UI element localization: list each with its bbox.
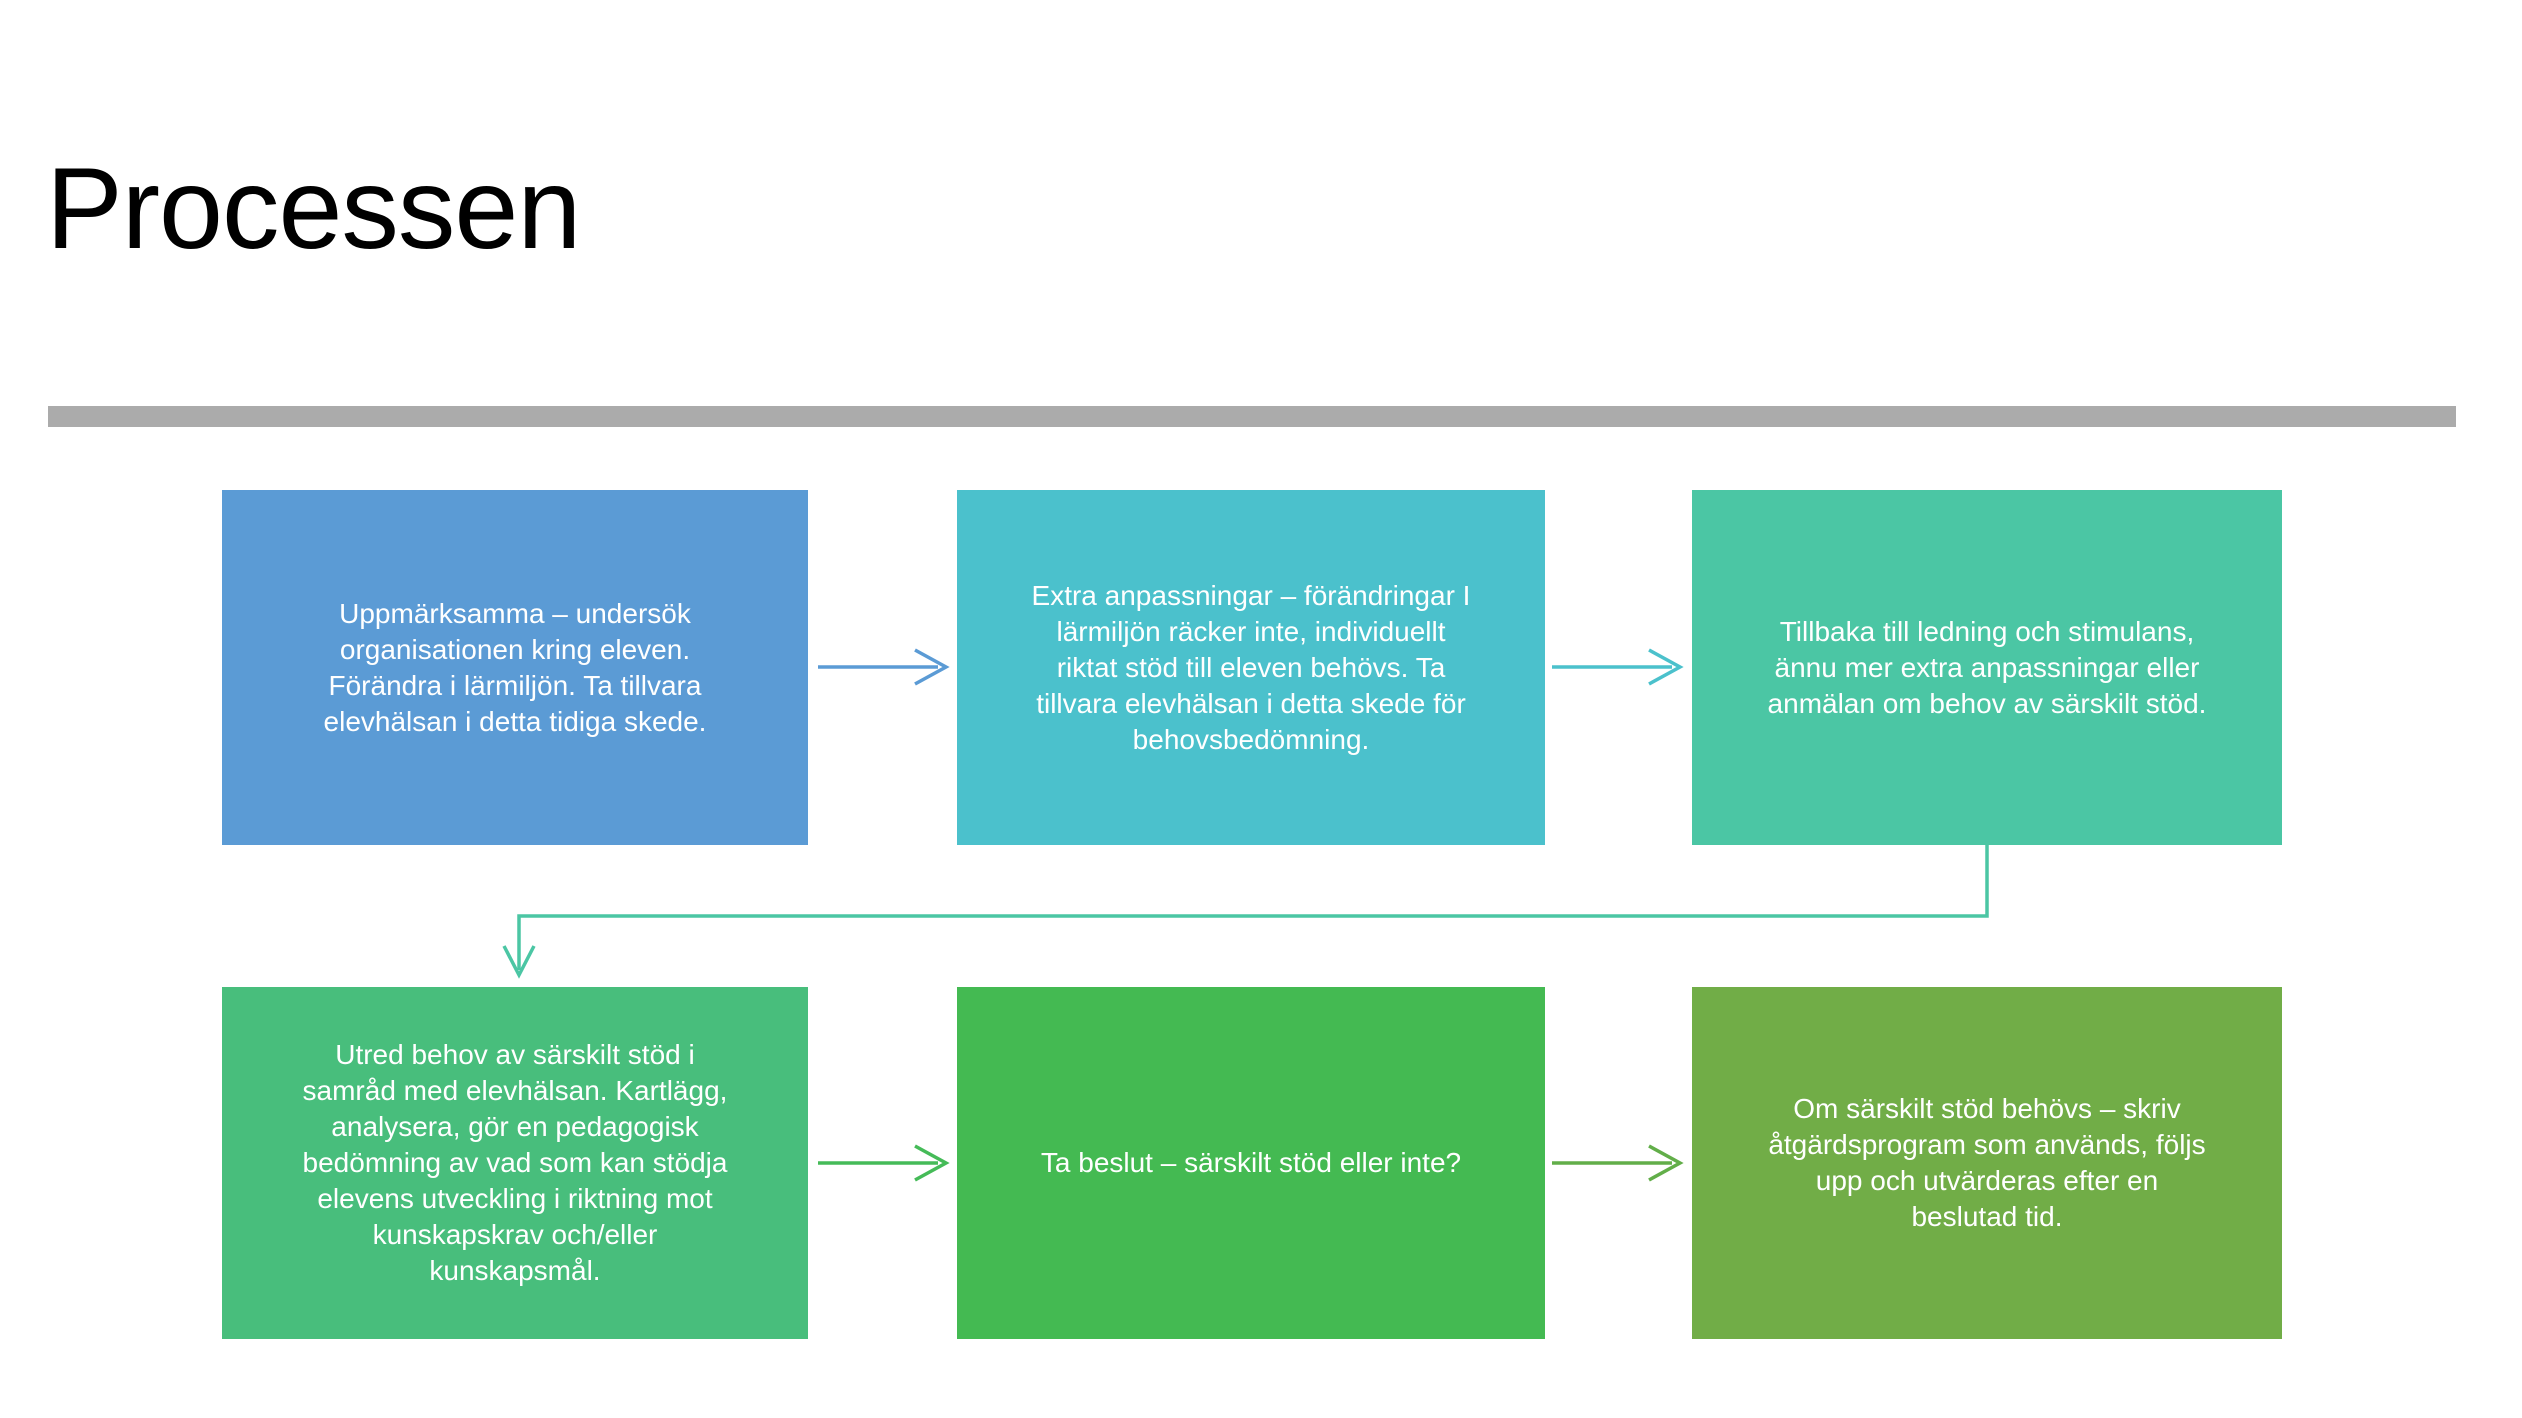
flow-step-uppmarksamma: Uppmärksamma – undersök organisationen k… [222,490,808,845]
flow-step-tillbaka-till-ledning-text: Tillbaka till ledning och stimulans, änn… [1767,615,2207,719]
flow-step-extra-anpassningar-text: Extra anpassningar – förändringar I lärm… [1031,579,1471,755]
flow-step-tillbaka-till-ledning: Tillbaka till ledning och stimulans, änn… [1692,490,2282,845]
page-title: Processen [46,145,581,273]
flow-step-ta-beslut-text: Ta beslut – särskilt stöd eller inte? [1040,1147,1462,1178]
flow-step-uppmarksamma-text: Uppmärksamma – undersök organisationen k… [323,597,707,737]
flow-step-om-sarskilt-stod: Om särskilt stöd behövs – skriv åtgärdsp… [1692,987,2282,1339]
flow-step-utred-behov: Utred behov av särskilt stöd i samråd me… [222,987,808,1339]
flow-step-om-sarskilt-stod-text: Om särskilt stöd behövs – skriv åtgärdsp… [1768,1093,2206,1232]
arrow-right-icon-1 [818,648,950,686]
title-divider [48,406,2456,427]
arrow-right-icon-4 [1552,1144,1684,1182]
flow-step-extra-anpassningar: Extra anpassningar – förändringar I lärm… [957,490,1545,845]
flow-step-utred-behov-text: Utred behov av särskilt stöd i samråd me… [302,1039,728,1286]
arrow-right-icon-2 [1552,648,1684,686]
arrow-right-icon-3 [818,1144,950,1182]
elbow-connector-down-icon [502,845,1989,979]
flow-step-ta-beslut: Ta beslut – särskilt stöd eller inte? [957,987,1545,1339]
